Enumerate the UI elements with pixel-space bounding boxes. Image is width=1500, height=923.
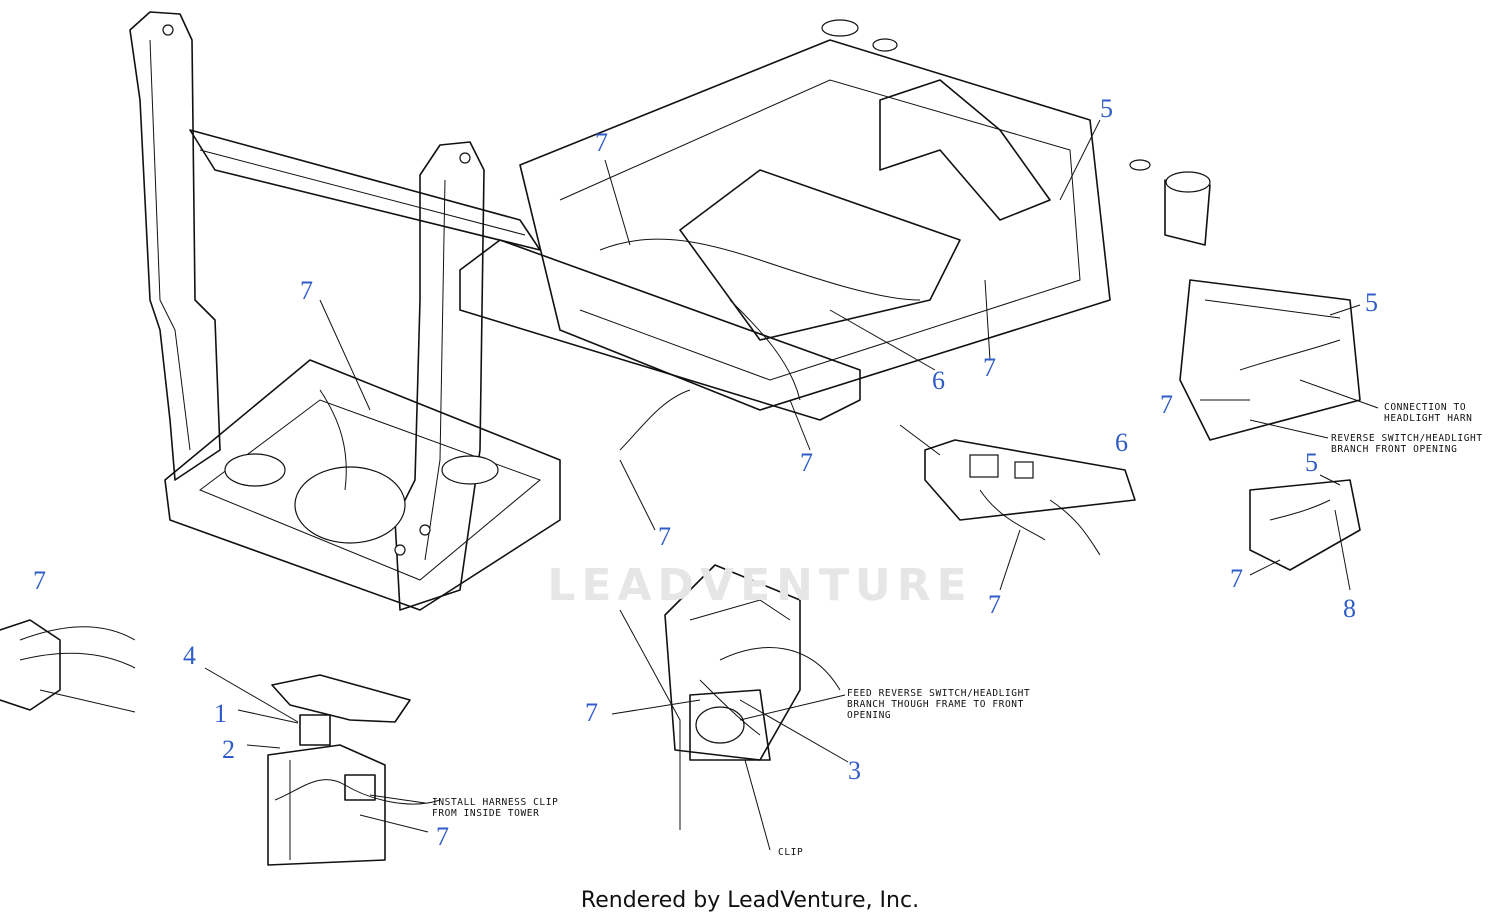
callout-8: 8 (1343, 594, 1356, 623)
detail-headlight-connection (1179, 279, 1379, 441)
note-clip: CLIP (778, 847, 804, 858)
detail-tower-harness (204, 667, 441, 866)
note-install-harness-clip: INSTALL HARNESS CLIP FROM INSIDE TOWER (432, 797, 559, 819)
callout-1: 1 (214, 699, 227, 728)
note-reverse-switch-branch: REVERSE SWITCH/HEADLIGHT BRANCH FRONT OP… (1331, 433, 1483, 455)
callout-leaders (319, 119, 1101, 531)
main-frame-assembly (129, 11, 1211, 611)
note-feed-reverse-switch: FEED REVERSE SWITCH/HEADLIGHT BRANCH THO… (847, 688, 1031, 721)
callout-5-top: 5 (1100, 94, 1113, 123)
callout-6-main: 6 (932, 366, 945, 395)
note-connection-headlight: CONNECTION TO HEADLIGHT HARN (1384, 402, 1473, 424)
callout-3: 3 (848, 756, 861, 785)
callout-4: 4 (183, 641, 196, 670)
watermark: LEADVENTURE (547, 560, 973, 611)
callout-5-right-lower: 5 (1305, 448, 1318, 477)
detail-bracket-feed (611, 564, 849, 851)
callout-7-far-left: 7 (33, 566, 46, 595)
callout-7-left: 7 (300, 276, 313, 305)
callout-7-center: 7 (800, 448, 813, 477)
callout-2: 2 (222, 735, 235, 764)
detail-left-edge (0, 619, 136, 713)
callout-7-main-right: 7 (983, 353, 996, 382)
callout-7-tower: 7 (436, 822, 449, 851)
detail-reverse-switch (1249, 474, 1361, 591)
callout-7-bracket: 7 (585, 698, 598, 727)
callout-7-lower: 7 (658, 522, 671, 551)
callout-7-right: 7 (1160, 390, 1173, 419)
callout-5-right: 5 (1365, 288, 1378, 317)
callout-7-top: 7 (595, 128, 608, 157)
callout-7-dash: 7 (988, 590, 1001, 619)
detail-dashboard-switches (899, 424, 1136, 591)
callout-7-right-lower: 7 (1230, 564, 1243, 593)
footer-credit: Rendered by LeadVenture, Inc. (580, 888, 920, 913)
callout-6-dash: 6 (1115, 428, 1128, 457)
